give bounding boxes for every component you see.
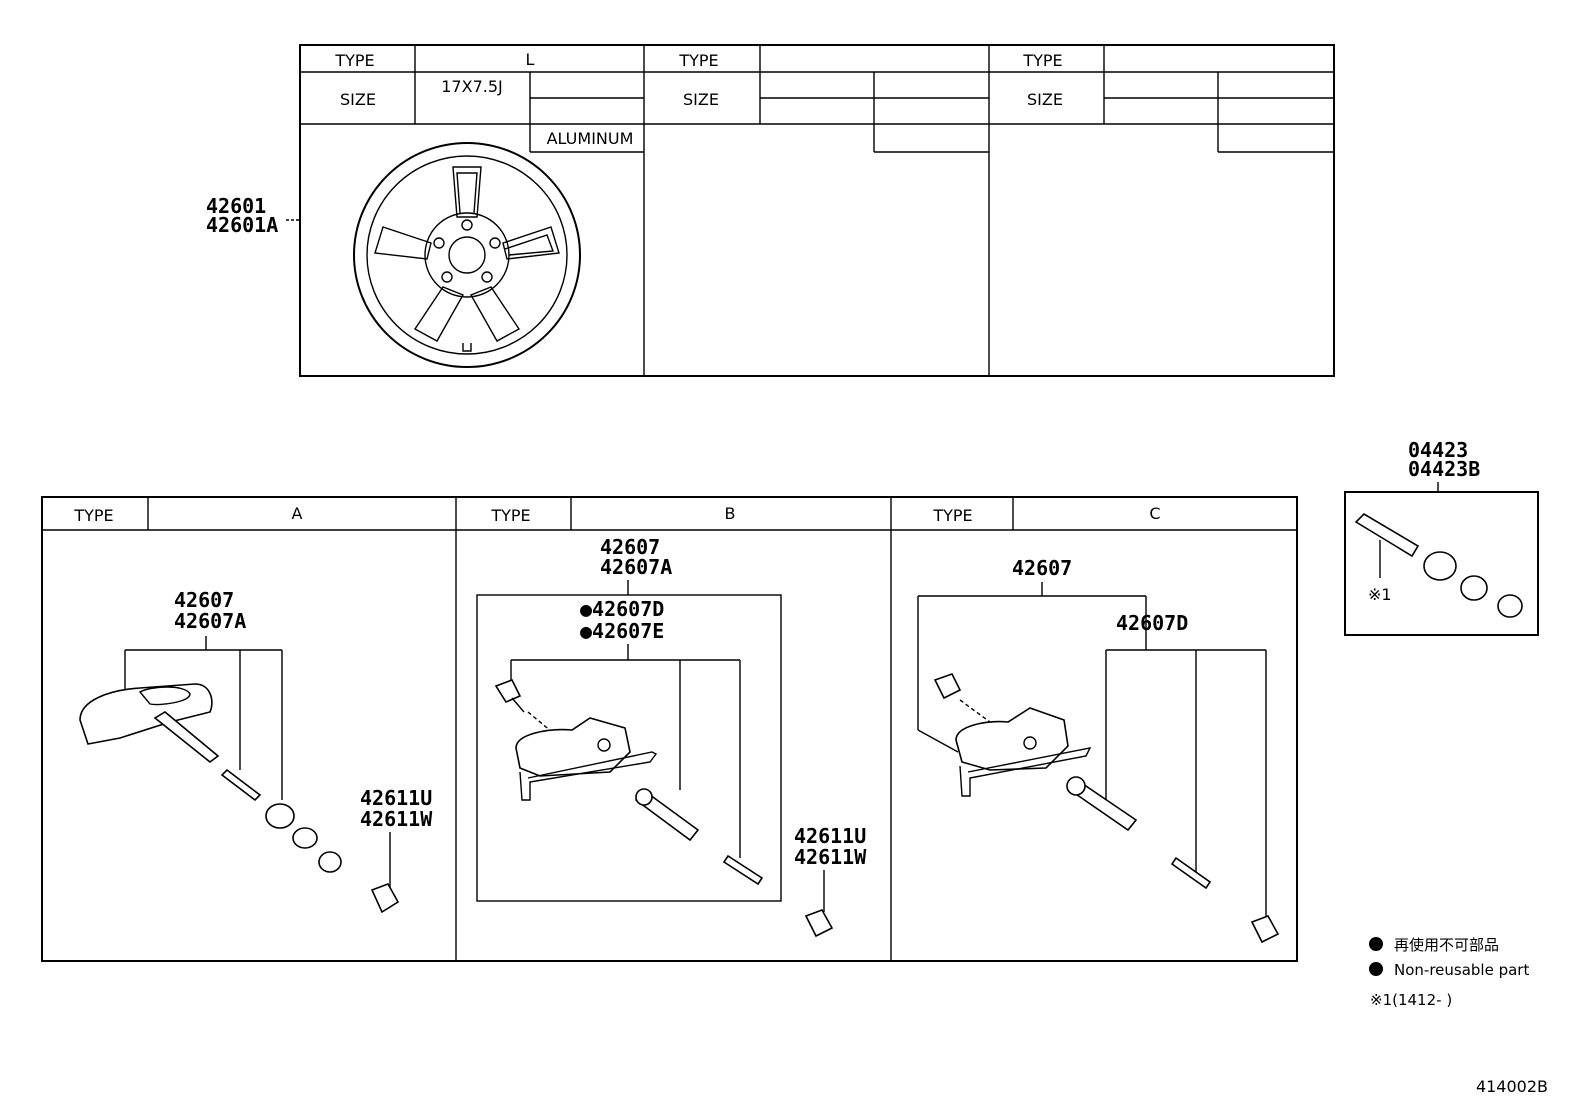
legend-note: ※1(1412- ) [1370, 991, 1452, 1009]
sensor-b-part-2: 42607A [600, 555, 672, 579]
sensor-b-nonreusable-2: ●42607E [580, 619, 664, 643]
sensor-a-type-label: TYPE [73, 506, 113, 525]
sensor-c-panel: 42607 42607D [917, 556, 1280, 944]
legend-en: Non-reusable part [1394, 961, 1529, 979]
sensor-c-type-label: TYPE [932, 506, 972, 525]
wheel-col3-size-label: SIZE [1027, 90, 1063, 109]
legend: 再使用不可部品 Non-reusable part ※1(1412- ) [1369, 936, 1529, 1009]
valve-kit-part-1: 04423 [1408, 438, 1468, 462]
valve-kit-part-2: 04423B [1408, 457, 1480, 481]
sensor-b-cap-1: 42611U [794, 824, 866, 848]
sensor-b-type-label: TYPE [490, 506, 530, 525]
valve-kit-note: ※1 [1368, 585, 1392, 604]
sensor-b-panel: 42607 42607A ●42607D ●42607E 42611U 4261… [476, 535, 867, 938]
sensor-b-nonreusable-1: ●42607D [580, 597, 664, 621]
sensor-a-type-value: A [292, 504, 303, 523]
wheel-col2-type-label: TYPE [678, 51, 718, 70]
sensor-c-part-1: 42607 [1012, 556, 1072, 580]
sensor-a-part-1: 42607 [174, 588, 234, 612]
sensor-a-cap-2: 42611W [360, 807, 433, 831]
sensor-a-part-2: 42607A [174, 609, 246, 633]
wheel-part-number-2: 42601A [206, 213, 278, 237]
sensor-b-part-1: 42607 [600, 535, 660, 559]
wheel-part-number-1: 42601 [206, 194, 266, 218]
valve-kit: 04423 04423B ※1 [1344, 438, 1539, 636]
sensor-b-cap-2: 42611W [794, 845, 867, 869]
wheel-col3-type-label: TYPE [1022, 51, 1062, 70]
wheel-col1-type-label: TYPE [334, 51, 374, 70]
wheel-col1-type-value: L [526, 50, 535, 69]
wheel-table: TYPE L SIZE 17X7.5J ALUMINUM TYPE SIZE T… [299, 44, 1335, 377]
alloy-wheel-illustration [353, 142, 581, 368]
wheel-col1-size-label: SIZE [340, 90, 376, 109]
sensor-a-cap-1: 42611U [360, 786, 432, 810]
wheel-col2-size-label: SIZE [683, 90, 719, 109]
wheel-col1-material: ALUMINUM [547, 129, 634, 148]
sensor-c-part-sub: 42607D [1116, 611, 1188, 635]
sensor-c-type-value: C [1149, 504, 1160, 523]
wheel-col1-size-value: 17X7.5J [441, 77, 502, 96]
sensor-a-panel: 42607 42607A 42611U 42611W [79, 588, 433, 914]
sensor-table: TYPE A TYPE B TYPE C [41, 496, 1298, 962]
legend-jp: 再使用不可部品 [1394, 936, 1499, 954]
sensor-b-type-value: B [725, 504, 736, 523]
diagram-id: 414002B [1476, 1077, 1548, 1096]
